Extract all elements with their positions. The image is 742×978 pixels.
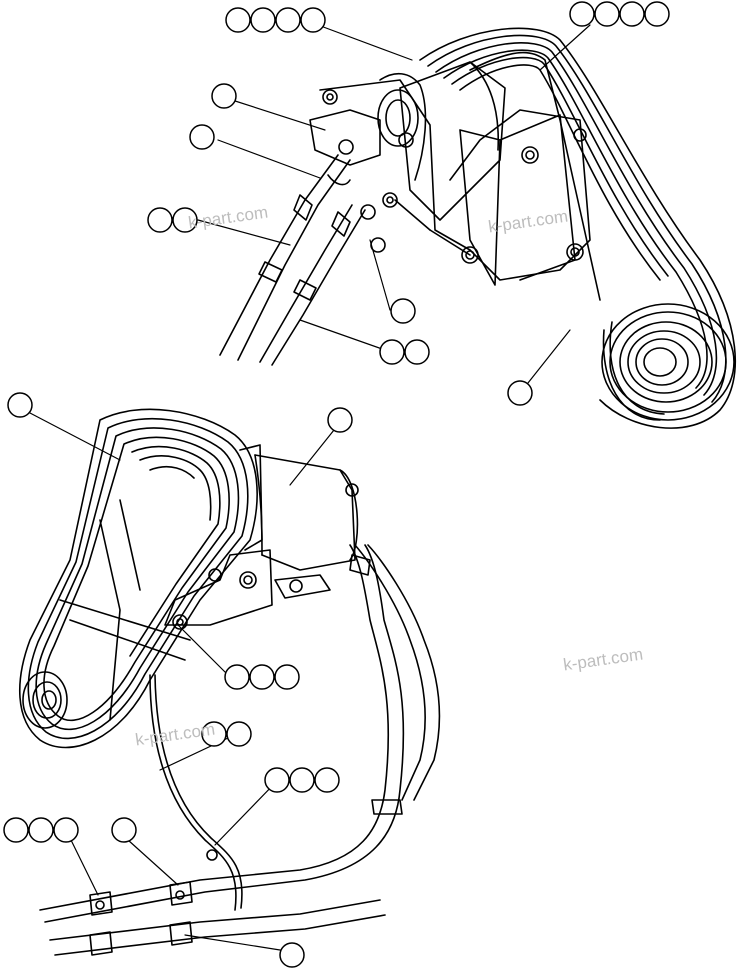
callout-bubble xyxy=(224,664,250,690)
top-callouts xyxy=(147,1,670,406)
callout-bubble xyxy=(300,7,326,33)
top-bracket xyxy=(309,79,591,286)
top-belt-housing xyxy=(419,27,737,429)
top-leaders xyxy=(197,24,591,389)
callout-bubble xyxy=(172,207,198,233)
callout-bubble xyxy=(274,664,300,690)
callout-bubble xyxy=(264,767,290,793)
callout-bubble xyxy=(507,380,533,406)
top-hoses xyxy=(219,154,366,366)
bottom-hoses xyxy=(39,544,441,956)
callout-bubble xyxy=(619,1,645,27)
top-pulley xyxy=(601,303,735,421)
bottom-assembly xyxy=(3,392,441,968)
callout-bubble xyxy=(201,721,227,747)
callout-bubble xyxy=(644,1,670,27)
callout-bubble xyxy=(275,7,301,33)
callout-bubble xyxy=(225,7,251,33)
callout-bubble xyxy=(249,664,275,690)
callout-bubble xyxy=(404,339,430,365)
top-assembly xyxy=(147,1,737,429)
callout-bubble xyxy=(390,298,416,324)
bottom-bracket xyxy=(164,549,331,630)
callout-bubble xyxy=(211,83,237,109)
bottom-fan-guard xyxy=(18,408,258,749)
callout-bubble xyxy=(594,1,620,27)
callout-bubble xyxy=(28,817,54,843)
callout-bubble xyxy=(289,767,315,793)
callout-bubble xyxy=(7,392,33,418)
callout-bubble xyxy=(189,124,215,150)
callout-bubble xyxy=(379,339,405,365)
bottom-callouts xyxy=(3,392,353,968)
callout-bubble xyxy=(250,7,276,33)
callout-bubble xyxy=(147,207,173,233)
callout-bubble xyxy=(226,721,252,747)
callout-bubble xyxy=(327,407,353,433)
callout-bubble xyxy=(279,942,305,968)
bottom-clamps xyxy=(89,849,218,956)
top-motor xyxy=(377,61,506,221)
callout-bubble xyxy=(53,817,79,843)
callout-bubble xyxy=(3,817,29,843)
bottom-motor xyxy=(239,444,359,571)
callout-bubble xyxy=(111,817,137,843)
callout-bubble xyxy=(314,767,340,793)
callout-bubble xyxy=(569,1,595,27)
